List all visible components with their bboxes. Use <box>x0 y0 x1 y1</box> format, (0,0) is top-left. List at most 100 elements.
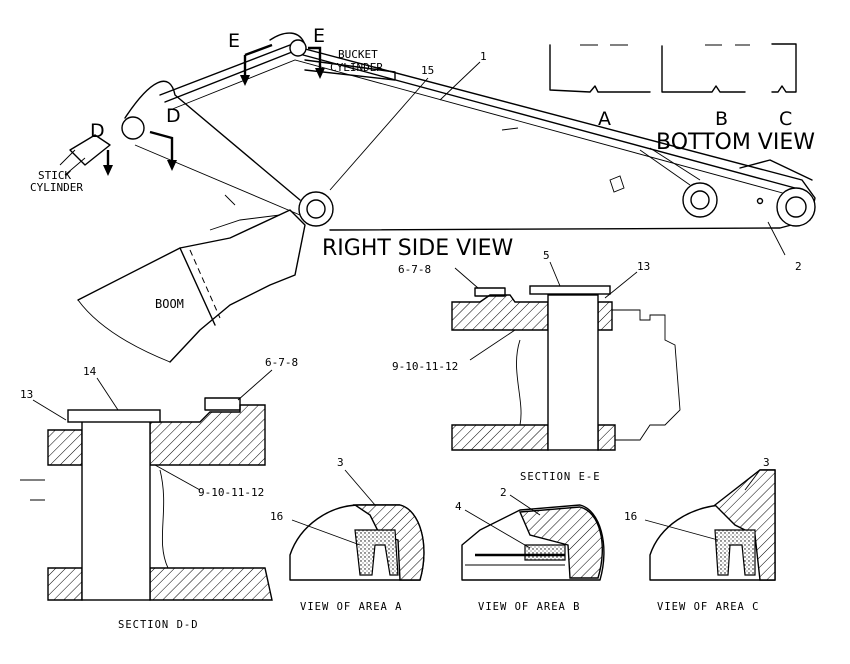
leader-14 <box>96 377 119 411</box>
arrowhead <box>103 165 113 176</box>
leader-ee-678 <box>454 267 479 289</box>
leader-c-16 <box>644 519 719 541</box>
leader-2 <box>767 221 786 256</box>
boom-outline <box>77 209 306 363</box>
grease-fitting <box>756 197 764 205</box>
callout-ee-13: 13 <box>637 260 650 273</box>
callout-1: 1 <box>480 50 487 63</box>
section-d-line-right <box>149 130 174 160</box>
boom-label: BOOM <box>155 297 184 311</box>
section-dd-left-lower <box>47 567 83 601</box>
area-a-hatch <box>352 504 425 581</box>
section-ee-bolt <box>474 287 506 297</box>
stick-cylinder-label-2: CYLINDER <box>30 181 83 194</box>
bottom-view-letter-b: B <box>715 108 728 130</box>
end-bracket <box>739 159 813 181</box>
bucket-pin <box>785 196 807 218</box>
area-a-detail <box>289 469 425 581</box>
boom-pin <box>306 199 326 219</box>
bottom-view-segment-a <box>549 44 651 93</box>
callout-dd-13: 13 <box>20 388 33 401</box>
bottom-view-title: BOTTOM VIEW <box>656 130 815 155</box>
area-a-title: VIEW OF AREA A <box>300 601 403 613</box>
callout-dd-678: 6-7-8 <box>265 356 298 369</box>
section-ee-pin <box>547 294 599 451</box>
boom-break-line <box>77 299 171 363</box>
callout-a-16: 16 <box>270 510 283 523</box>
section-dd-cap <box>67 409 161 423</box>
section-dd-right-lower <box>149 567 273 601</box>
stick-mark <box>501 127 519 131</box>
leader-15 <box>329 77 429 191</box>
area-a-seal <box>354 529 399 576</box>
leader-1 <box>439 61 481 101</box>
callout-ee-678: 6-7-8 <box>398 263 431 276</box>
stick-cylinder-pin <box>121 116 145 140</box>
section-dd-bolt <box>204 397 241 411</box>
boom-pin-boss <box>298 191 334 227</box>
bucket-cylinder-pin <box>289 39 307 57</box>
bucket-pin-boss <box>776 187 816 227</box>
area-b-seal <box>524 544 566 561</box>
section-marker-d-right: D <box>166 105 181 127</box>
section-ee-left-lower <box>451 424 549 451</box>
leader-a-3 <box>344 469 376 506</box>
stick-top-inner <box>169 59 791 196</box>
section-marker-e-left: E <box>228 30 240 52</box>
bottom-view-segment-b <box>661 45 746 93</box>
section-ee-right-plate <box>597 301 613 331</box>
leader-b-4 <box>464 509 531 549</box>
bucket-cylinder-label-2: CYLINDER <box>330 61 383 74</box>
area-c-hatch <box>713 469 776 581</box>
callout-c-16: 16 <box>624 510 637 523</box>
leader-b-2 <box>509 494 541 516</box>
area-b-outline <box>461 504 605 581</box>
stick-cylinder-rod <box>69 134 111 166</box>
section-dd-title: SECTION D-D <box>118 619 199 631</box>
section-dd-left-plate <box>47 429 83 466</box>
area-c-detail <box>644 469 776 581</box>
callout-15: 15 <box>421 64 434 77</box>
section-dd-frame <box>20 479 45 501</box>
bucket-cylinder-label-1: BUCKET <box>338 48 378 61</box>
callout-b-2: 2 <box>500 486 507 499</box>
bottom-view-letter-c: C <box>779 108 792 130</box>
section-marker-e-right: E <box>313 25 325 47</box>
right-side-view <box>59 32 816 363</box>
section-e-e <box>451 261 681 451</box>
bottom-view-segment-c <box>771 43 797 93</box>
leader-ee-9to12 <box>469 329 516 361</box>
stick-lower-edge <box>134 144 301 216</box>
section-ee-left-plate <box>451 294 549 331</box>
stick-plate-detail <box>609 175 625 193</box>
stick-cylinder-label-1: STICK <box>38 169 71 182</box>
callout-dd-9to12: 9-10-11-12 <box>198 486 264 499</box>
area-c-seal <box>714 529 756 576</box>
arrowhead <box>167 160 177 171</box>
section-ee-right-lower <box>597 424 616 451</box>
right-side-view-title: RIGHT SIDE VIEW <box>322 236 514 261</box>
boom-detail <box>224 194 236 206</box>
section-d-d <box>20 369 273 601</box>
stick-cylinder-body <box>59 149 86 176</box>
bottom-view-letter-a: A <box>598 108 611 130</box>
leader-dd-13 <box>32 399 67 421</box>
leader-c-3 <box>744 469 761 491</box>
section-ee-title: SECTION E-E <box>520 471 601 483</box>
leader-dd-9to12 <box>154 464 201 491</box>
arrowhead <box>240 75 250 86</box>
section-ee-cap <box>529 285 611 295</box>
bucket-cylinder-rod <box>304 59 396 81</box>
section-marker-d-left: D <box>90 120 105 142</box>
boom-top-edge <box>209 214 281 231</box>
section-e-line-right <box>308 46 322 68</box>
section-dd-pin <box>81 411 151 601</box>
section-e-line-left <box>244 43 273 57</box>
stick-mid-boss <box>682 182 718 218</box>
callout-14: 14 <box>83 365 97 378</box>
stick-mid-pin <box>690 190 710 210</box>
section-dd-right-plate <box>149 404 266 466</box>
callout-a-3: 3 <box>337 456 344 469</box>
